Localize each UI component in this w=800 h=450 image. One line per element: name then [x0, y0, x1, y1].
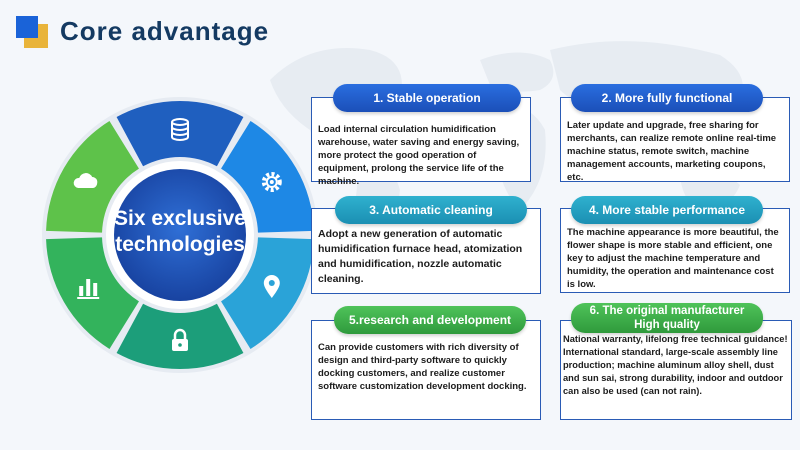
wheel-graphic — [42, 97, 318, 373]
gear-icon — [261, 172, 282, 192]
wheel-center-title: Six exclusive technologies — [40, 206, 320, 258]
page-title: Core advantage — [60, 16, 270, 46]
wheel-segment-6 — [46, 121, 139, 233]
coins-stack-icon — [171, 118, 189, 141]
wheel-segment-4 — [116, 303, 244, 369]
feature-3-title: 3. Automatic cleaning — [335, 196, 527, 224]
feature-6-title-line-1: 6. The original manufacturer — [589, 305, 745, 317]
feature-4-title: 4. More stable performance — [571, 196, 763, 224]
feature-2-body: Later update and upgrade, free sharing f… — [567, 120, 777, 183]
title-logo-icon — [16, 16, 48, 48]
feature-5-body: Can provide customers with rich diversit… — [318, 342, 527, 392]
feature-card-6: National warranty, lifelong free technic… — [560, 320, 792, 420]
center-line-2: technologies — [115, 233, 245, 256]
feature-2-title: 2. More fully functional — [571, 84, 763, 112]
bar-chart-icon — [77, 279, 100, 299]
technology-wheel: Six exclusive technologies — [40, 95, 320, 375]
feature-6-body: National warranty, lifelong free technic… — [563, 334, 788, 396]
feature-card-5: Can provide customers with rich diversit… — [311, 320, 541, 420]
feature-1-body: Load internal circulation humidification… — [318, 124, 520, 187]
feature-3-body: Adopt a new generation of automatic humi… — [318, 228, 523, 285]
wheel-segment-1 — [116, 101, 244, 167]
lock-icon — [172, 328, 188, 351]
feature-5-title: 5.research and development — [334, 306, 526, 334]
location-pin-icon — [263, 275, 280, 298]
feature-1-title: 1. Stable operation — [333, 84, 521, 112]
feature-6-title: 6. The original manufacturer High qualit… — [571, 303, 763, 333]
cloud-icon — [73, 173, 98, 188]
feature-4-body: The machine appearance is more beautiful… — [567, 227, 779, 290]
center-line-1: Six exclusive — [114, 207, 246, 230]
wheel-segment-5 — [46, 237, 139, 349]
center-circle — [114, 169, 246, 301]
feature-6-title-line-2: High quality — [634, 319, 700, 331]
wheel-segment-3 — [221, 237, 314, 349]
